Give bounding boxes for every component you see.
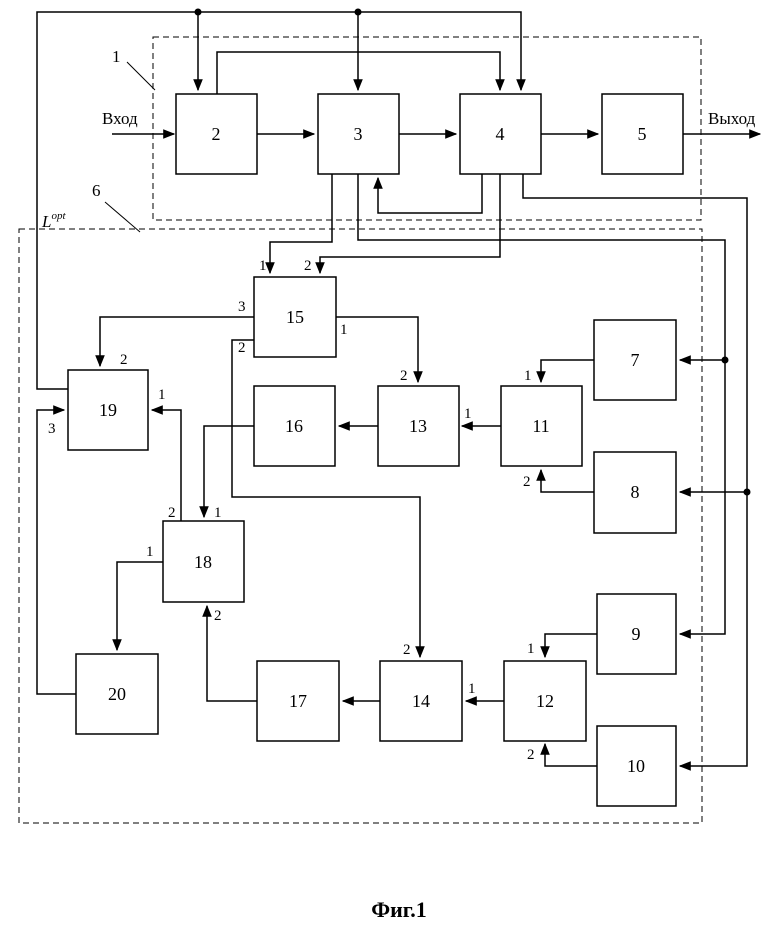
- port-19-in3: 3: [48, 421, 56, 437]
- port-13-in1: 1: [464, 406, 472, 422]
- lopt-label: Lopt: [41, 210, 66, 231]
- port-11-in2: 2: [523, 474, 531, 490]
- output-label: Выход: [708, 109, 756, 128]
- lopt-label-sup: opt: [51, 210, 66, 222]
- block-13-label: 13: [409, 416, 427, 436]
- block-4-label: 4: [496, 124, 505, 144]
- port-19-in1: 1: [158, 387, 166, 403]
- port-14-in1: 1: [468, 681, 476, 697]
- block-3-label: 3: [354, 124, 363, 144]
- port-15-in1: 1: [259, 258, 267, 274]
- block-15-label: 15: [286, 307, 304, 327]
- port-14-in2: 2: [403, 642, 411, 658]
- group-6-leader: [105, 202, 140, 232]
- block-9-label: 9: [632, 624, 641, 644]
- block-7-label: 7: [631, 350, 640, 370]
- block-8-label: 8: [631, 482, 640, 502]
- figure-caption: Фиг.1: [371, 897, 427, 922]
- input-label: Вход: [102, 109, 138, 128]
- block-18-label: 18: [194, 552, 212, 572]
- port-12-in2: 2: [527, 747, 535, 763]
- group-6-label: 6: [92, 181, 101, 200]
- group-1-leader: [127, 62, 155, 90]
- port-13-in2: 2: [400, 368, 408, 384]
- port-15-out2: 2: [238, 340, 246, 356]
- group-1-label: 1: [112, 47, 121, 66]
- port-15-in2: 2: [304, 258, 312, 274]
- block-12-label: 12: [536, 691, 554, 711]
- port-11-in1: 1: [524, 368, 532, 384]
- block-17-label: 17: [289, 691, 307, 711]
- port-18-in1: 1: [214, 505, 222, 521]
- port-12-in1: 1: [527, 641, 535, 657]
- port-18-in2: 2: [214, 608, 222, 624]
- block-10-label: 10: [627, 756, 645, 776]
- port-19-in2: 2: [120, 352, 128, 368]
- lopt-label-base: L: [41, 212, 51, 231]
- port-15-out1: 1: [340, 322, 348, 338]
- block-5-label: 5: [638, 124, 647, 144]
- block-20-label: 20: [108, 684, 126, 704]
- block-2-label: 2: [212, 124, 221, 144]
- block-16-label: 16: [285, 416, 303, 436]
- block-11-label: 11: [532, 416, 549, 436]
- port-18-out2: 2: [168, 505, 176, 521]
- block-19-label: 19: [99, 400, 117, 420]
- port-18-out1: 1: [146, 544, 154, 560]
- port-15-out3: 3: [238, 299, 246, 315]
- block-14-label: 14: [412, 691, 430, 711]
